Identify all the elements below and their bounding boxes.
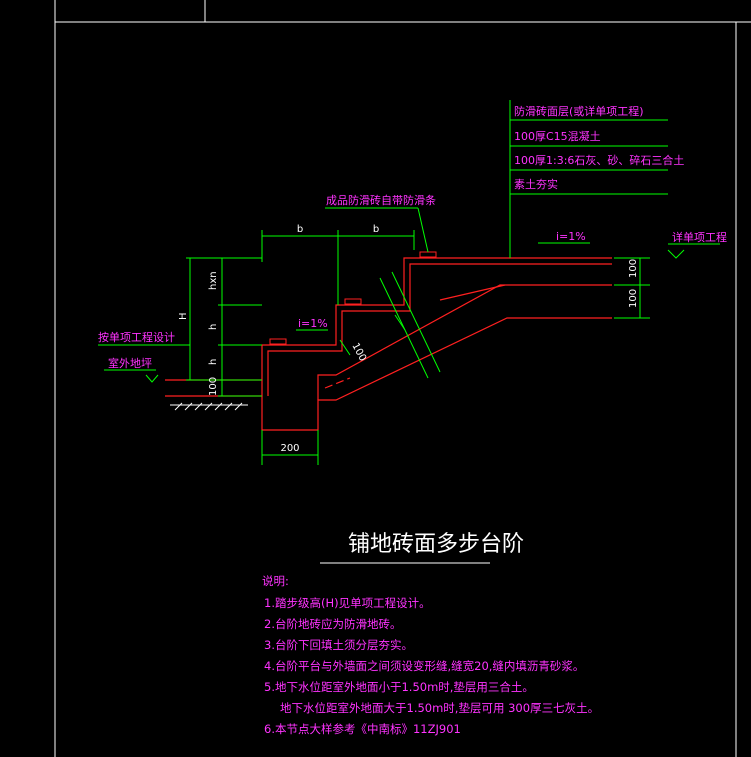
callout-left-bottom: 室外地坪 (108, 356, 152, 370)
slab-dimension-lines (339, 271, 441, 379)
dim-100-right-bottom: 100 (628, 289, 639, 308)
callout-labels: 成品防滑砖自带防滑条 按单项工程设计 室外地坪 详单项工程 (98, 193, 727, 370)
note-item: 1.踏步级高(H)见单项工程设计。 (264, 596, 431, 610)
dim-b1: b (297, 224, 303, 235)
layer-4: 素土夯实 (514, 177, 558, 191)
slope-top-label: i=1% (556, 230, 586, 243)
callout-nosing: 成品防滑砖自带防滑条 (326, 193, 436, 207)
dim-100-slab: 100 (349, 341, 368, 363)
note-item: 6.本节点大样参考《中南标》11ZJ901 (264, 722, 461, 736)
drawing-frame (54, 0, 751, 757)
notes-block: 说明: 1.踏步级高(H)见单项工程设计。 2.台阶地砖应为防滑地砖。 3.台阶… (262, 574, 599, 736)
nosing-strips (269, 251, 437, 345)
layer-1: 防滑砖面层(或详单项工程) (514, 104, 644, 118)
slope-labels: i=1% i=1% (298, 230, 586, 330)
layer-2: 100厚C15混凝土 (514, 129, 601, 143)
ground-hatch (170, 402, 248, 411)
callout-left-top: 按单项工程设计 (98, 330, 175, 344)
drawing-title: 铺地砖面多步台阶 (348, 532, 524, 557)
dim-H: H (178, 312, 189, 320)
dim-b2: b (373, 224, 379, 235)
dim-h1: h (208, 324, 219, 330)
notes-heading: 说明: (262, 574, 289, 588)
stair-structure (165, 257, 612, 431)
layer-3: 100厚1:3:6石灰、砂、碎石三合土 (514, 153, 684, 167)
layer-labels: 防滑砖面层(或详单项工程) 100厚C15混凝土 100厚1:3:6石灰、砂、碎… (514, 104, 684, 191)
dim-200: 200 (280, 443, 299, 454)
note-item: 2.台阶地砖应为防滑地砖。 (264, 617, 401, 631)
dim-hxn: hxn (208, 271, 219, 290)
slope-mid-label: i=1% (298, 317, 328, 330)
note-item: 4.台阶平台与外墙面之间须设变形缝,缝宽20,缝内填沥青砂浆。 (264, 659, 584, 673)
note-item: 5.地下水位距室外地面小于1.50m时,垫层用三合土。 (264, 680, 534, 694)
dim-100-left: 100 (208, 377, 219, 396)
note-item: 3.台阶下回填土须分层夯实。 (264, 638, 413, 652)
dimension-lines (98, 100, 720, 564)
dim-h2: h (208, 359, 219, 365)
dim-100-right-top: 100 (628, 259, 639, 278)
note-item: 地下水位距室外地面大于1.50m时,垫层可用 300厚三七灰土。 (280, 701, 599, 715)
callout-right: 详单项工程 (672, 230, 727, 244)
